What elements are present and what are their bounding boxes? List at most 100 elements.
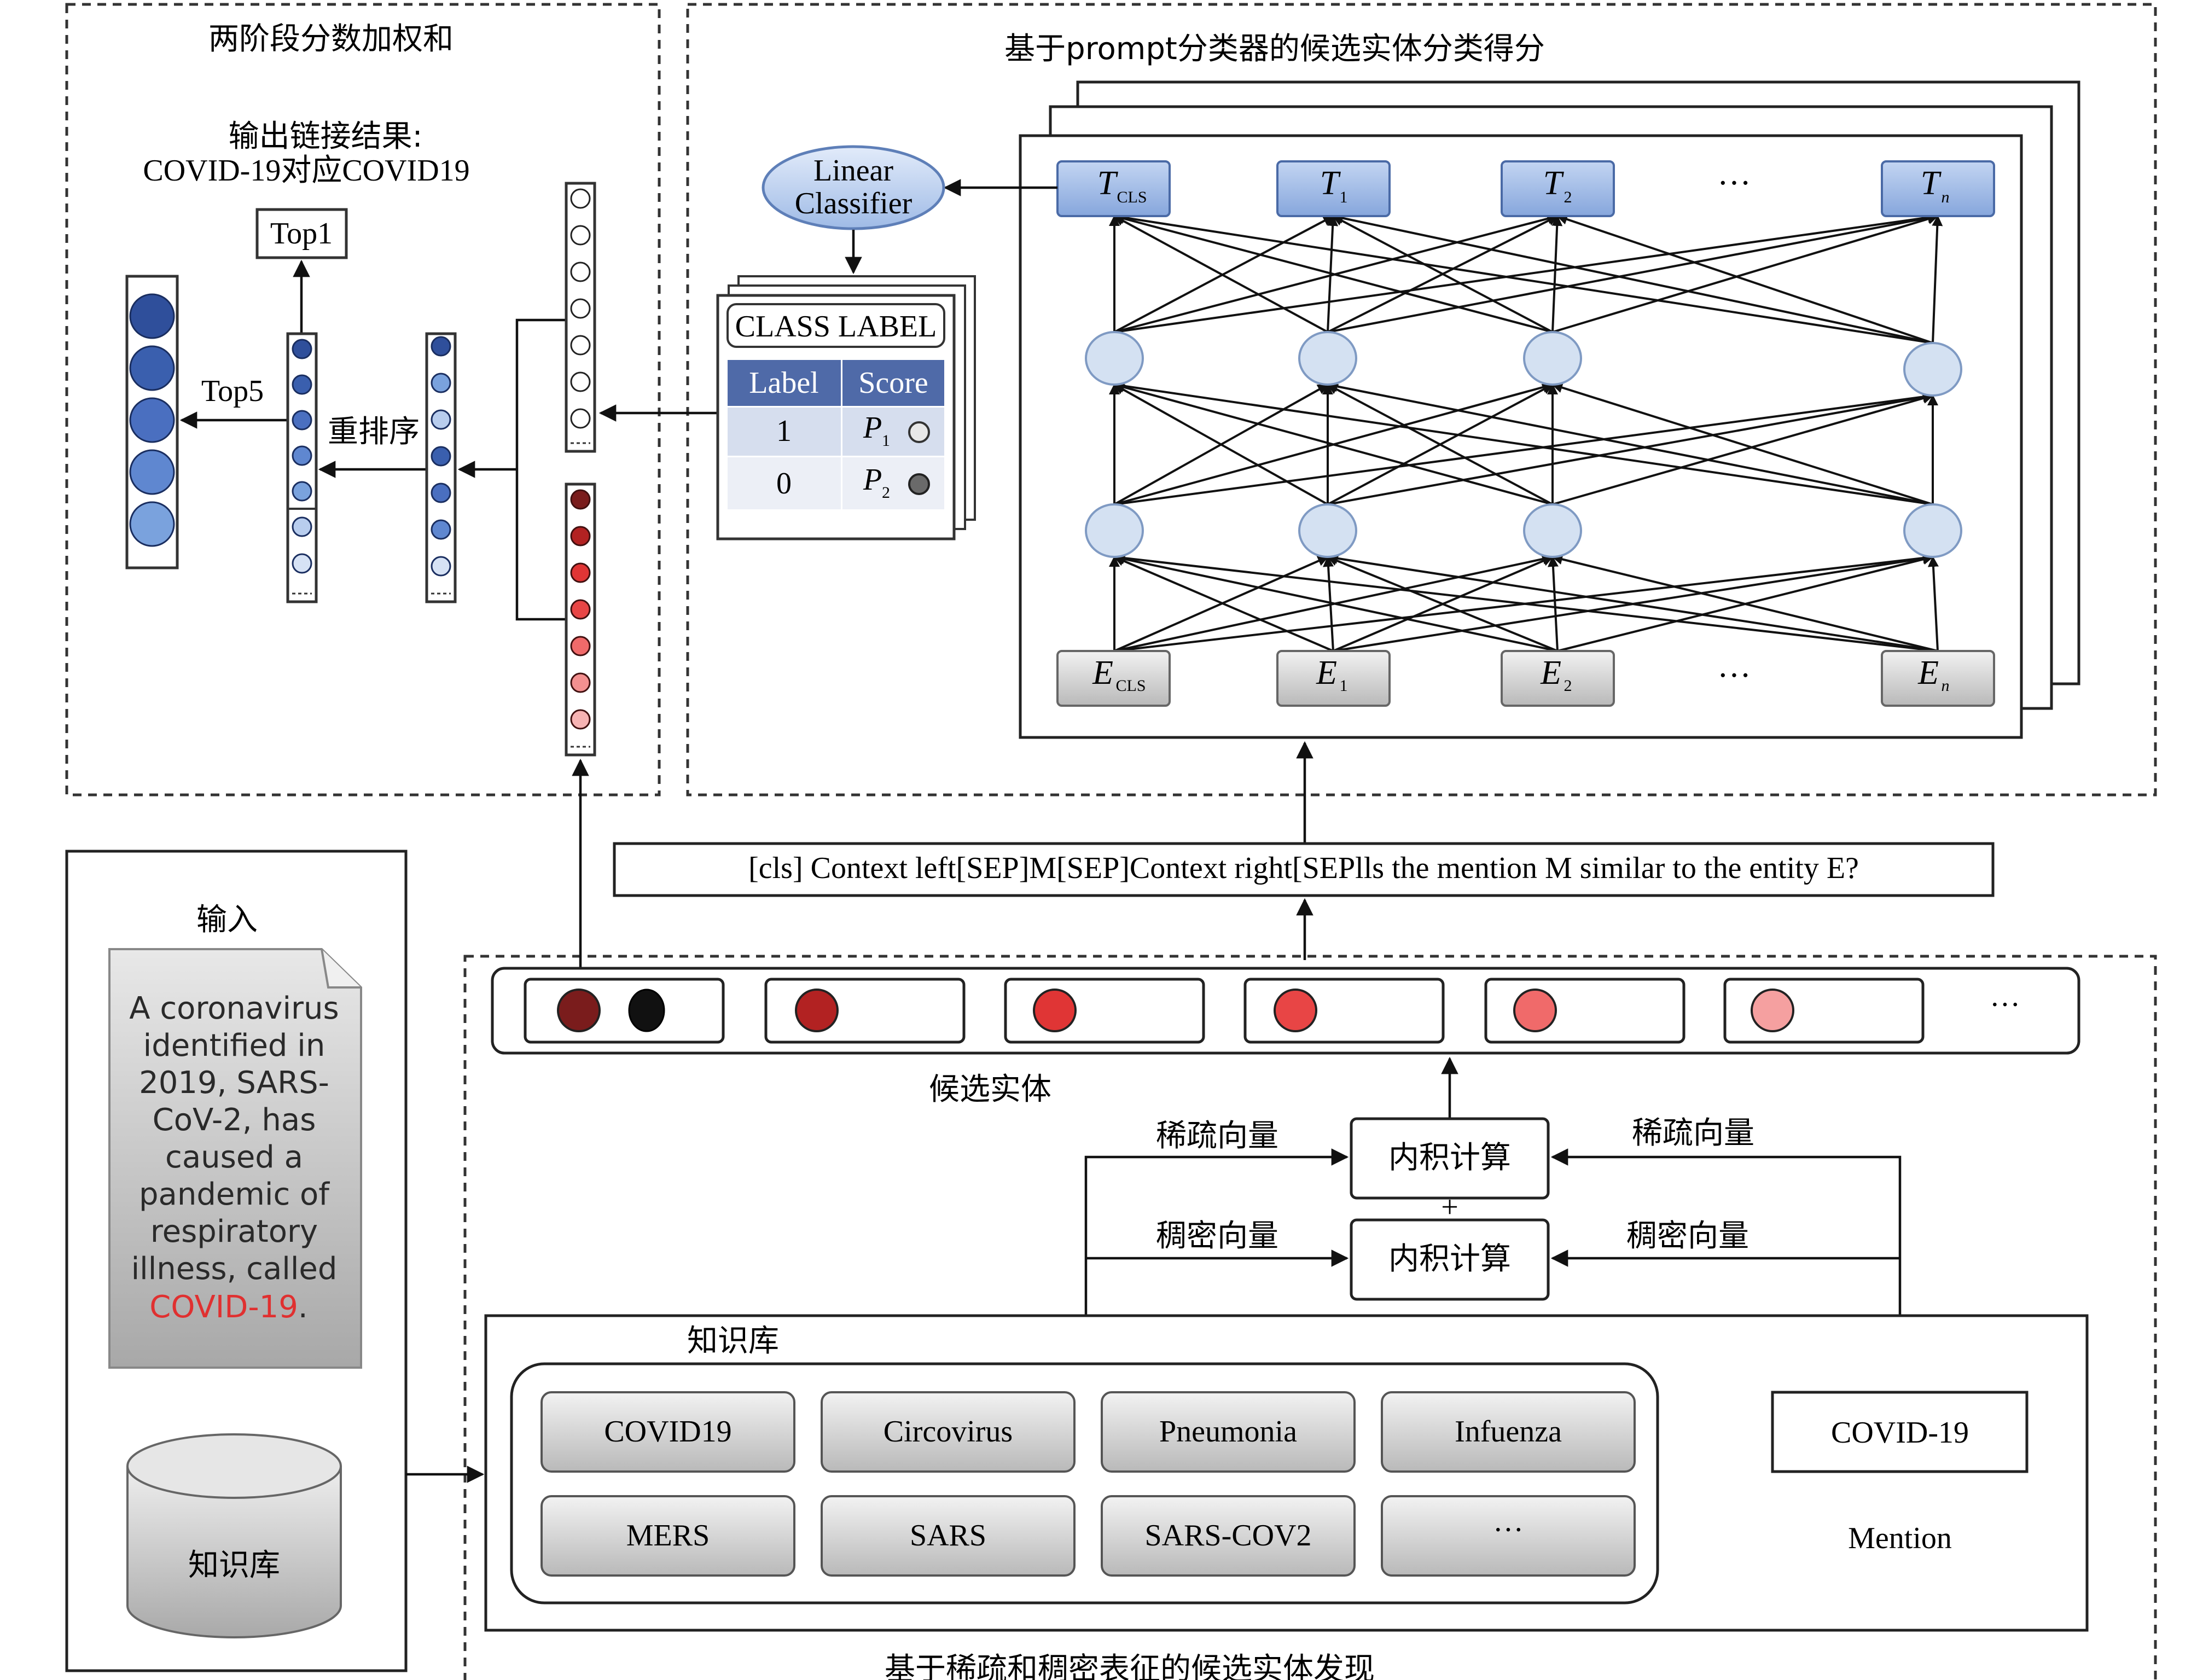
top5-node — [129, 449, 175, 495]
kb-entity-label: COVID19 — [604, 1415, 731, 1449]
arrow-mention-sparse — [1550, 1148, 1902, 1392]
kb-entity-label: Circovirus — [884, 1415, 1013, 1449]
top5-node — [129, 501, 175, 547]
network-edge — [1323, 556, 1334, 652]
network-edge — [1113, 555, 1334, 652]
embed-ellipsis: ··· — [1717, 657, 1751, 694]
candidate-score-node — [570, 489, 591, 510]
prerank-node — [431, 373, 451, 393]
candidate-dot — [1274, 989, 1317, 1032]
token-label: T — [1320, 165, 1341, 202]
network-edge — [1327, 212, 1939, 333]
classifier-title: 基于prompt分类器的候选实体分类得分 — [1004, 31, 1545, 67]
network-edge — [1551, 215, 1563, 333]
class-label-title: CLASS LABEL — [735, 310, 937, 344]
hidden-layer-2 — [1085, 503, 1962, 558]
database-body — [126, 1466, 342, 1638]
hidden-node — [1298, 503, 1357, 558]
row1-label-cell — [728, 408, 841, 456]
row2-score-dot — [908, 473, 930, 495]
dense-right-label: 稠密向量 — [1626, 1218, 1749, 1254]
document-text: A coronavirus identified in 2019, SARS- … — [129, 991, 339, 1325]
weighted-sum-panel — [65, 3, 661, 797]
token-sub: CLS — [1117, 188, 1147, 206]
embed-label: E — [1316, 654, 1337, 691]
network-edge — [1113, 382, 1553, 505]
kb-entity — [821, 1495, 1076, 1577]
embed-sub: CLS — [1115, 677, 1146, 695]
token-node-t1 — [1276, 160, 1391, 217]
score-node — [570, 225, 591, 246]
sparse-left-label: 稀疏向量 — [1156, 1118, 1278, 1154]
score-node — [570, 261, 591, 282]
score-node — [570, 188, 591, 209]
inner-product-dense — [1350, 1218, 1550, 1301]
candidate-score-node — [570, 636, 591, 656]
kb-entity — [540, 1495, 795, 1577]
prerank-node — [431, 336, 451, 357]
prerank-node — [431, 483, 451, 503]
doc-line: CoV-2, has — [153, 1102, 316, 1138]
embed-node-e1 — [1276, 650, 1391, 707]
score-node — [570, 408, 591, 429]
doc-line: respiratory — [150, 1214, 318, 1249]
input-document — [108, 948, 362, 1369]
kb-entity-label: Infuenza — [1455, 1415, 1562, 1449]
reranked-node — [292, 410, 312, 431]
input-token-row: E CLS E 1 E 2 ··· E n — [1056, 650, 1995, 707]
network-edge — [1332, 212, 1933, 344]
output-line1: 输出链接结果: — [229, 119, 423, 154]
prerank-node — [431, 409, 451, 430]
network-edge — [1327, 555, 1558, 652]
top5-nodes — [129, 293, 175, 547]
network-edge — [1113, 553, 1938, 652]
kb-entity — [1101, 1495, 1356, 1577]
hidden-layer-1 — [1085, 331, 1962, 397]
network-connections — [1109, 212, 1943, 652]
inner-product-dense-label: 内积计算 — [1388, 1241, 1511, 1277]
embed-node-en — [1881, 650, 1995, 707]
input-panel — [65, 850, 408, 1672]
prerank-node — [431, 446, 451, 467]
token-ellipsis: ··· — [1717, 165, 1751, 202]
inner-product-sparse-label: 内积计算 — [1388, 1140, 1511, 1176]
reranked-node — [292, 374, 312, 395]
row1-label: 1 — [776, 414, 792, 448]
token-label: T — [1921, 165, 1942, 202]
network-edge — [1113, 215, 1328, 333]
prerank-node — [431, 519, 451, 540]
candidate-score-node — [570, 599, 591, 620]
row2-score-sub: 2 — [882, 484, 890, 502]
row2-label-cell — [728, 457, 841, 509]
col-label-text: Label — [749, 366, 818, 400]
reranked-nodes — [292, 339, 312, 574]
score-node — [570, 371, 591, 392]
sparse-right-label: 稀疏向量 — [1632, 1115, 1754, 1151]
reranked-node — [292, 516, 312, 537]
embed-sub: n — [1942, 677, 1950, 695]
top5-node — [129, 397, 175, 443]
discovery-panel — [463, 955, 2157, 1680]
kb-entity — [540, 1391, 795, 1473]
hidden-node — [1085, 503, 1144, 558]
hidden-node — [1085, 331, 1144, 386]
discovery-title: 基于稀疏和稠密表征的候选实体发现 — [885, 1652, 1375, 1680]
inner-product-sparse — [1350, 1117, 1550, 1200]
candidate-ellipsis: ··· — [1990, 988, 2020, 1022]
doc-line: illness, called — [131, 1251, 338, 1287]
reranked-node — [292, 339, 312, 359]
kb-entity-label: MERS — [626, 1519, 710, 1553]
candidate-dot — [795, 989, 839, 1032]
rerank-label: 重排序 — [328, 414, 420, 450]
candidates-label: 候选实体 — [929, 1072, 1051, 1107]
doc-line: caused a — [165, 1140, 303, 1175]
kb-entity-label: SARS-COV2 — [1145, 1519, 1312, 1553]
output-token-row: T CLS T 1 T 2 ··· T n — [1056, 160, 1995, 217]
kb-entity-label: Pneumonia — [1159, 1415, 1297, 1449]
candidate-boxes: ··· — [524, 978, 2020, 1044]
embed-sub: 1 — [1340, 677, 1348, 695]
reranked-node — [292, 481, 312, 502]
linear-label-1: Linear — [813, 154, 893, 188]
top5-node — [129, 345, 175, 391]
